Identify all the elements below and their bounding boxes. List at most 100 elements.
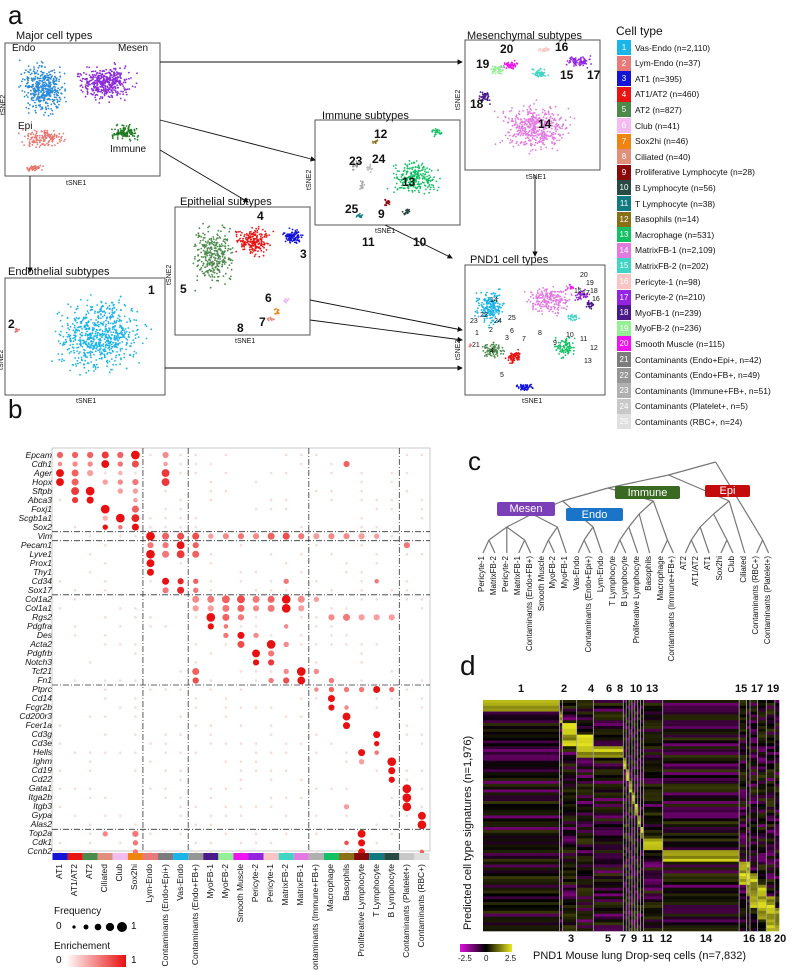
legend-label: Pericyte-1 (n=98) xyxy=(635,276,701,287)
heatmap-cell-4-13 xyxy=(576,838,594,842)
heatmap-cell-12-4 xyxy=(640,737,644,741)
heatmap-cell-19-2 xyxy=(766,711,776,715)
heatmap-cell-6-13 xyxy=(623,838,627,842)
heatmap-cell-18-10 xyxy=(757,812,767,816)
heatmap-cell-9-20 xyxy=(631,919,636,923)
heatmap-cell-11-12 xyxy=(637,829,641,834)
heatmap-cell-11-8 xyxy=(637,789,641,793)
heatmap-cell-12-10 xyxy=(640,809,644,813)
heatmap-cell-20-16 xyxy=(774,876,780,880)
heatmap-cell-13-17 xyxy=(643,884,663,888)
heatmap-cell-2-5 xyxy=(559,751,563,756)
heatmap-cell-20-18 xyxy=(774,902,780,906)
heatmap-cell-6-2 xyxy=(623,714,627,718)
heatmap-cell-10-19 xyxy=(634,916,638,920)
heatmap-cell-15-7 xyxy=(739,769,747,773)
heatmap-cell-3-9 xyxy=(562,798,577,802)
heatmap-cell-4-14 xyxy=(576,850,594,854)
heatmap-cell-7-15 xyxy=(626,867,630,871)
heatmap-cell-9-5 xyxy=(631,754,636,759)
heatmap-cell-7-17 xyxy=(626,884,630,888)
gene-label: Gata1 xyxy=(28,783,52,794)
heatmap-cell-20-9 xyxy=(774,795,780,799)
heatmap-cell-17-4 xyxy=(750,743,758,747)
heatmap-cell-14-11 xyxy=(662,821,740,825)
gene-label: Sftpb xyxy=(32,485,52,496)
heatmap-cell-7-3 xyxy=(626,723,630,727)
heatmap-cell-19-4 xyxy=(766,743,776,747)
heatmap-cell-10-6 xyxy=(634,763,638,767)
heatmap-cell-20-12 xyxy=(774,835,780,839)
heatmap-cell-9-1 xyxy=(631,700,636,704)
heatmap-cell-4-8 xyxy=(576,786,594,790)
heatmap-cell-4-9 xyxy=(576,792,594,796)
gene-label: Itga2b xyxy=(28,792,52,803)
heatmap-cell-8-2 xyxy=(629,714,633,718)
heatmap-cell-6-10 xyxy=(623,806,627,811)
heatmap-cell-17-13 xyxy=(750,844,758,848)
heatmap-cell-19-20 xyxy=(766,925,776,929)
heatmap-cell-2-16 xyxy=(559,876,563,880)
immune-num: 25 xyxy=(345,202,359,216)
heatmap-cell-15-13 xyxy=(739,844,747,848)
heatmap-cell-2-20 xyxy=(559,919,563,923)
gene-label: Col1a1 xyxy=(25,602,52,613)
heatmap-cell-4-10 xyxy=(576,809,594,813)
column-label: MyoFB-2 xyxy=(219,864,230,899)
dot-Fn1-MatrixFB-2 xyxy=(283,677,290,684)
heatmap-cell-15-7 xyxy=(739,775,747,779)
heatmap-cell-14-13 xyxy=(662,847,740,851)
heatmap-cell-3-5 xyxy=(562,746,577,750)
dot-Epcam-AT1/AT2 xyxy=(71,451,79,459)
heatmap-cell-17-18 xyxy=(750,896,758,900)
dot-Cd200r3-Basophils xyxy=(342,712,351,721)
heatmap-cell-6-9 xyxy=(623,801,627,805)
heatmap-cell-20-15 xyxy=(774,864,780,868)
heatmap-cell-15-7 xyxy=(739,772,747,776)
heatmap-cell-7-1 xyxy=(626,702,630,707)
heatmap-cell-2-11 xyxy=(559,818,563,822)
heatmap-cell-16-4 xyxy=(746,743,751,747)
heatmap-cell-14-20 xyxy=(662,922,740,926)
heatmap-cell-8-18 xyxy=(629,905,633,909)
column-label: AT1 xyxy=(54,864,64,879)
dot-Col1a1-Pericyte-1 xyxy=(267,604,275,612)
tsne-major xyxy=(4,42,161,177)
heatmap-cell-6-16 xyxy=(623,876,627,880)
heatmap-cell-12-15 xyxy=(640,867,644,871)
heatmap-cell-9-13 xyxy=(631,847,636,851)
heatmap-cell-2-2 xyxy=(559,711,563,715)
heatmap-cell-15-17 xyxy=(739,893,747,897)
heatmap-cell-13-7 xyxy=(643,775,663,779)
heatmap-cell-6-14 xyxy=(623,853,627,857)
column-color-T Lymphocyte xyxy=(369,853,385,860)
heatmap-cell-9-10 xyxy=(631,806,636,811)
heatmap-cell-10-17 xyxy=(634,887,638,891)
heatmap-cell-19-19 xyxy=(766,907,776,912)
heatmap-cell-15-10 xyxy=(739,809,747,813)
heatmap-cell-18-17 xyxy=(757,884,767,888)
heatmap-cell-17-16 xyxy=(750,879,758,883)
heatmap-cell-4-9 xyxy=(576,798,594,802)
mesen-num: 19 xyxy=(476,57,490,71)
heatmap-cell-12-17 xyxy=(640,887,644,891)
heatmap-cell-17-1 xyxy=(750,702,758,707)
heatmap-cell-10-14 xyxy=(634,853,638,857)
heatmap-cell-18-2 xyxy=(757,711,767,715)
heatmap-cell-6-19 xyxy=(623,910,627,914)
heatmap-cell-5-20 xyxy=(593,925,624,929)
heatmap-cell-1-12 xyxy=(483,832,560,837)
dot-Col1a2-MyoFB-2 xyxy=(221,595,230,604)
heatmap-cell-7-4 xyxy=(626,737,630,741)
heatmap-cell-13-13 xyxy=(643,844,663,848)
heatmap-cell-16-14 xyxy=(746,855,751,860)
heatmap-cell-2-10 xyxy=(559,803,563,808)
dot-Sox17-Contaminants (Endo+FB+) xyxy=(193,587,199,593)
heatmap-cell-2-10 xyxy=(559,812,563,816)
heatmap-cell-8-4 xyxy=(629,743,633,747)
heatmap-cell-14-2 xyxy=(662,720,740,724)
heatmap-cell-3-14 xyxy=(562,855,577,860)
heatmap-cell-10-10 xyxy=(634,809,638,813)
